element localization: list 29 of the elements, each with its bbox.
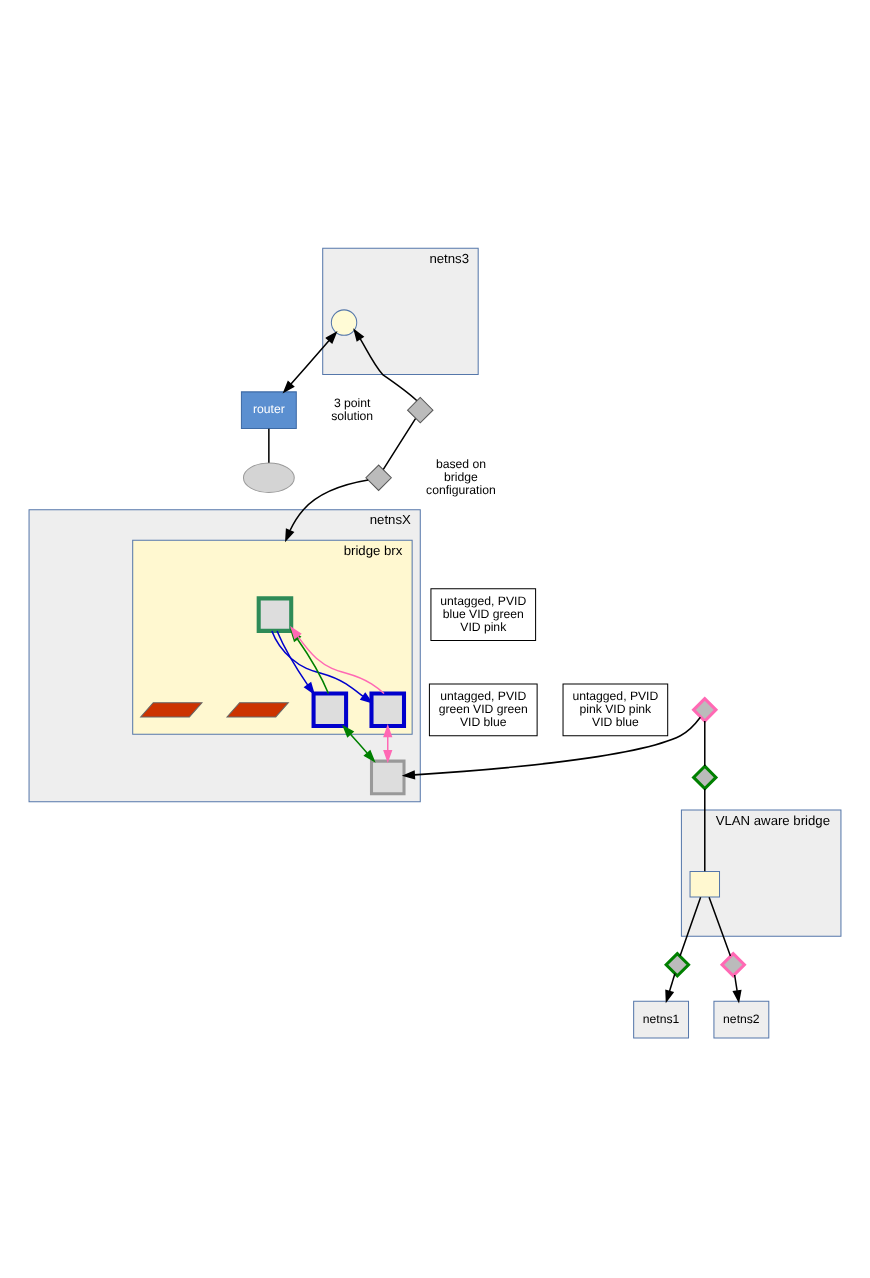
node-box [311, 691, 349, 729]
connector [708, 896, 732, 957]
arrow [383, 724, 393, 764]
connector [704, 788, 706, 873]
node-diamond [406, 396, 434, 424]
node-diamond [691, 764, 719, 791]
arrow [353, 328, 418, 402]
connector [268, 428, 270, 464]
arrow [342, 724, 376, 763]
arrow [401, 716, 702, 780]
node-diamond [691, 696, 719, 724]
connector [704, 720, 706, 767]
arrow [732, 974, 742, 1004]
node-cloud [242, 462, 295, 493]
node-diamond [365, 464, 393, 492]
node-box [369, 759, 406, 796]
node-box [256, 596, 294, 633]
arrow [665, 972, 676, 1004]
node-parallelogram [139, 702, 204, 718]
node-diamond [719, 951, 747, 979]
arrow [282, 331, 338, 394]
node-diamond [664, 951, 691, 979]
node-circle [330, 309, 358, 336]
node-parallelogram [225, 702, 290, 718]
node-box [369, 691, 407, 729]
node-box [689, 871, 721, 898]
connector [382, 417, 417, 471]
connector [679, 896, 702, 957]
arrow [285, 479, 369, 543]
